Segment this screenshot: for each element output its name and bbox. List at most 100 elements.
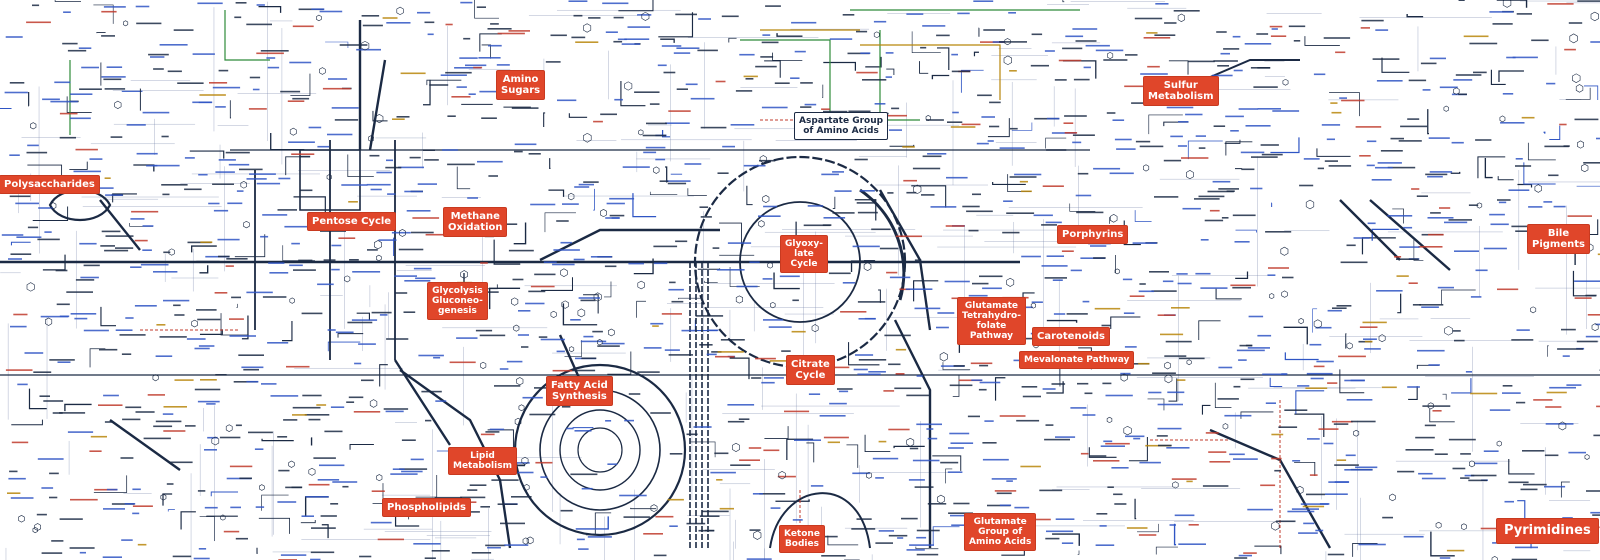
compound-text-fragment [366,183,391,186]
molecule-ring-glyph [778,471,786,480]
compound-text-fragment [1039,489,1063,492]
molecule-ring-glyph [480,361,487,369]
molecule-ring-glyph [526,536,534,545]
compound-text-fragment [280,554,307,556]
compound-text-fragment [497,503,518,505]
pathway-connection-line [27,164,63,176]
compound-text-fragment [10,497,34,499]
compound-text-fragment [298,259,313,262]
pathway-connection-line [1062,0,1065,3]
compound-text-fragment [517,334,529,336]
compound-text-fragment [968,294,988,297]
compound-text-fragment [162,193,170,196]
compound-text-fragment [1102,382,1112,385]
compound-text-fragment [968,229,979,232]
pathway-connection-line [93,4,114,24]
compound-text-fragment [1561,328,1576,331]
compound-text-fragment [1490,223,1509,226]
compound-text-fragment [334,119,359,121]
compound-text-fragment [75,279,95,281]
compound-text-fragment [619,494,647,497]
compound-text-fragment [903,179,917,182]
compound-text-fragment [884,334,911,337]
compound-text-fragment [1148,391,1162,394]
compound-text-fragment [1232,214,1256,217]
compound-text-fragment [1003,200,1013,202]
compound-text-fragment [669,281,676,284]
pathway-connection-line [697,268,721,270]
compound-text-fragment [1446,549,1465,552]
compound-text-fragment [927,153,947,155]
pathway-connection-line [1155,546,1178,555]
compound-text-fragment [566,427,574,430]
compound-text-fragment [67,49,87,52]
molecule-ring-glyph [1569,33,1578,44]
compound-text-fragment [1114,138,1132,141]
molecule-ring-glyph [26,282,35,292]
compound-text-fragment [1305,387,1328,389]
compound-text-fragment [1213,60,1238,62]
compound-text-fragment [1327,553,1345,556]
compound-text-fragment [382,17,398,19]
compound-text-fragment [192,53,215,55]
pathway-connection-line [241,315,249,340]
compound-text-fragment [739,459,760,461]
compound-text-fragment [327,329,336,331]
compound-text-fragment [1323,37,1351,39]
compound-text-fragment [1051,132,1077,134]
pathway-connection-line [1517,183,1533,188]
compound-text-fragment [1218,188,1239,190]
pathway-label-glutamate-group: Glutamate Group of Amino Acids [965,514,1036,550]
pathway-connection-line [1224,139,1241,144]
compound-text-fragment [1340,261,1368,264]
compound-text-fragment [1454,339,1465,342]
compound-text-fragment [153,68,164,70]
compound-text-fragment [665,122,690,124]
compound-text-fragment [1075,194,1092,197]
pathway-connection-line [1059,367,1085,387]
molecule-ring-glyph [1282,78,1289,86]
compound-text-fragment [150,56,165,58]
compound-text-fragment [1454,250,1479,252]
pathway-connection-line [1283,326,1308,345]
compound-text-fragment [1046,255,1064,257]
compound-text-fragment [1101,324,1111,327]
compound-text-fragment [643,347,662,349]
compound-text-fragment [254,448,264,450]
compound-text-fragment [24,352,44,354]
compound-text-fragment [1220,52,1230,55]
compound-text-fragment [40,315,69,318]
compound-text-fragment [209,82,228,84]
compound-text-fragment [769,360,794,362]
pathway-connection-line [728,37,737,43]
pathway-connection-line [1163,121,1189,127]
compound-text-fragment [1009,70,1017,72]
compound-text-fragment [99,348,118,351]
compound-text-fragment [1367,222,1376,225]
pathway-label-ketone-bodies: Ketone Bodies [780,526,824,552]
compound-text-fragment [103,6,126,8]
compound-text-fragment [958,379,982,382]
compound-text-fragment [659,180,669,182]
compound-text-fragment [434,496,463,499]
pathway-connection-line [772,52,803,61]
compound-text-fragment [153,425,173,428]
compound-text-fragment [606,202,625,205]
pathway-connection-line [1168,378,1178,402]
compound-text-fragment [197,400,220,403]
compound-text-fragment [41,552,63,554]
compound-text-fragment [390,473,418,475]
compound-text-fragment [1332,307,1347,309]
compound-text-fragment [652,325,659,327]
pathway-connection-line [474,0,500,19]
compound-text-fragment [1545,423,1574,425]
compound-text-fragment [1448,438,1476,441]
compound-text-fragment [1408,282,1418,284]
compound-text-fragment [1167,391,1185,394]
compound-text-fragment [1077,172,1089,175]
compound-text-fragment [348,201,358,203]
compound-text-fragment [1500,122,1525,124]
pathway-connection-line [1312,308,1318,333]
compound-text-fragment [292,406,321,409]
compound-text-fragment [79,242,97,245]
